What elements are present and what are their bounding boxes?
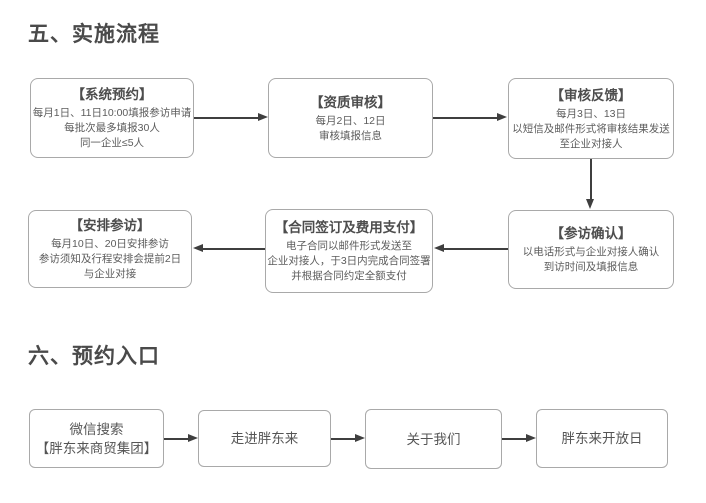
arrow-shaft <box>502 438 527 440</box>
flow-step-line: 企业对接人，于3日内完成合同签署 <box>267 255 431 267</box>
arrow-right-icon <box>188 434 198 442</box>
flow-step-review-feedback: 【审核反馈】 每月3日、13日 以短信及邮件形式将审核结果发送 至企业对接人 <box>508 78 674 159</box>
arrow-left-icon <box>193 244 203 252</box>
arrow-left-icon <box>434 244 444 252</box>
entry-step-open-day: 胖东来开放日 <box>536 409 668 468</box>
flow-step-title: 【系统预约】 <box>71 87 153 102</box>
flow-step-title: 【审核反馈】 <box>550 87 632 103</box>
arrow-shaft <box>433 117 498 119</box>
flow-step-line: 同一企业≤5人 <box>79 137 145 149</box>
arrow-right-icon <box>258 113 268 121</box>
entry-step-line: 【胖东来商贸集团】 <box>35 440 158 456</box>
arrow-right-icon <box>497 113 507 121</box>
entry-step-enter-pangdonglai: 走进胖东来 <box>198 410 331 467</box>
flow-step-line: 至企业对接人 <box>559 137 623 150</box>
entry-step-line: 微信搜索 <box>69 421 124 437</box>
entry-step-wechat-search: 微信搜索 【胖东来商贸集团】 <box>29 409 164 468</box>
flow-step-qualification-review: 【资质审核】 每月2日、12日 审核填报信息 <box>268 78 433 158</box>
flow-step-line: 每月3日、13日 <box>555 107 627 120</box>
flow-step-arrange-visit: 【安排参访】 每月10日、20日安排参访 参访须知及行程安排会提前2日 与企业对… <box>28 210 192 288</box>
arrow-shaft <box>590 159 592 200</box>
flow-step-title: 【参访确认】 <box>550 226 632 241</box>
arrow-right-icon <box>526 434 536 442</box>
flow-step-line: 到访时间及填报信息 <box>543 261 639 273</box>
arrow-shaft <box>164 438 189 440</box>
flow-step-visit-confirmation: 【参访确认】 以电话形式与企业对接人确认 到访时间及填报信息 <box>508 210 674 289</box>
arrow-shaft <box>194 117 259 119</box>
flow-step-line: 每批次最多填报30人 <box>64 122 160 134</box>
flow-step-title: 【安排参访】 <box>69 218 151 233</box>
arrow-shaft <box>331 438 356 440</box>
entry-step-line: 胖东来开放日 <box>561 431 643 446</box>
flow-step-line: 并根据合同约定全额支付 <box>291 270 407 282</box>
flow-step-line: 参访须知及行程安排会提前2日 <box>38 253 182 265</box>
flow-step-line: 审核填报信息 <box>319 129 382 142</box>
entry-step-line: 关于我们 <box>406 431 461 447</box>
flow-step-line: 电子合同以邮件形式发送至 <box>286 240 412 252</box>
section5-title: 五、实施流程 <box>28 23 160 46</box>
arrow-shaft <box>203 248 265 250</box>
section6-title: 六、预约入口 <box>28 345 160 368</box>
flow-step-line: 每月2日、12日 <box>315 114 386 127</box>
entry-step-about-us: 关于我们 <box>365 409 502 469</box>
flow-step-contract-payment: 【合同签订及费用支付】 电子合同以邮件形式发送至 企业对接人，于3日内完成合同签… <box>265 209 433 293</box>
flow-step-line: 每月1日、11日10:00填报参访申请 <box>32 107 192 119</box>
arrow-shaft <box>444 248 508 250</box>
flow-step-line: 每月10日、20日安排参访 <box>51 238 169 250</box>
arrow-down-icon <box>586 199 594 209</box>
arrow-right-icon <box>355 434 365 442</box>
flow-step-line: 与企业对接 <box>83 268 137 280</box>
entry-step-line: 走进胖东来 <box>230 431 299 446</box>
flow-step-system-reservation: 【系统预约】 每月1日、11日10:00填报参访申请 每批次最多填报30人 同一… <box>30 78 194 158</box>
flow-step-title: 【资质审核】 <box>310 94 391 110</box>
flow-step-line: 以电话形式与企业对接人确认 <box>522 246 660 258</box>
flow-step-title: 【合同签订及费用支付】 <box>274 220 424 235</box>
flow-step-line: 以短信及邮件形式将审核结果发送 <box>512 122 670 135</box>
